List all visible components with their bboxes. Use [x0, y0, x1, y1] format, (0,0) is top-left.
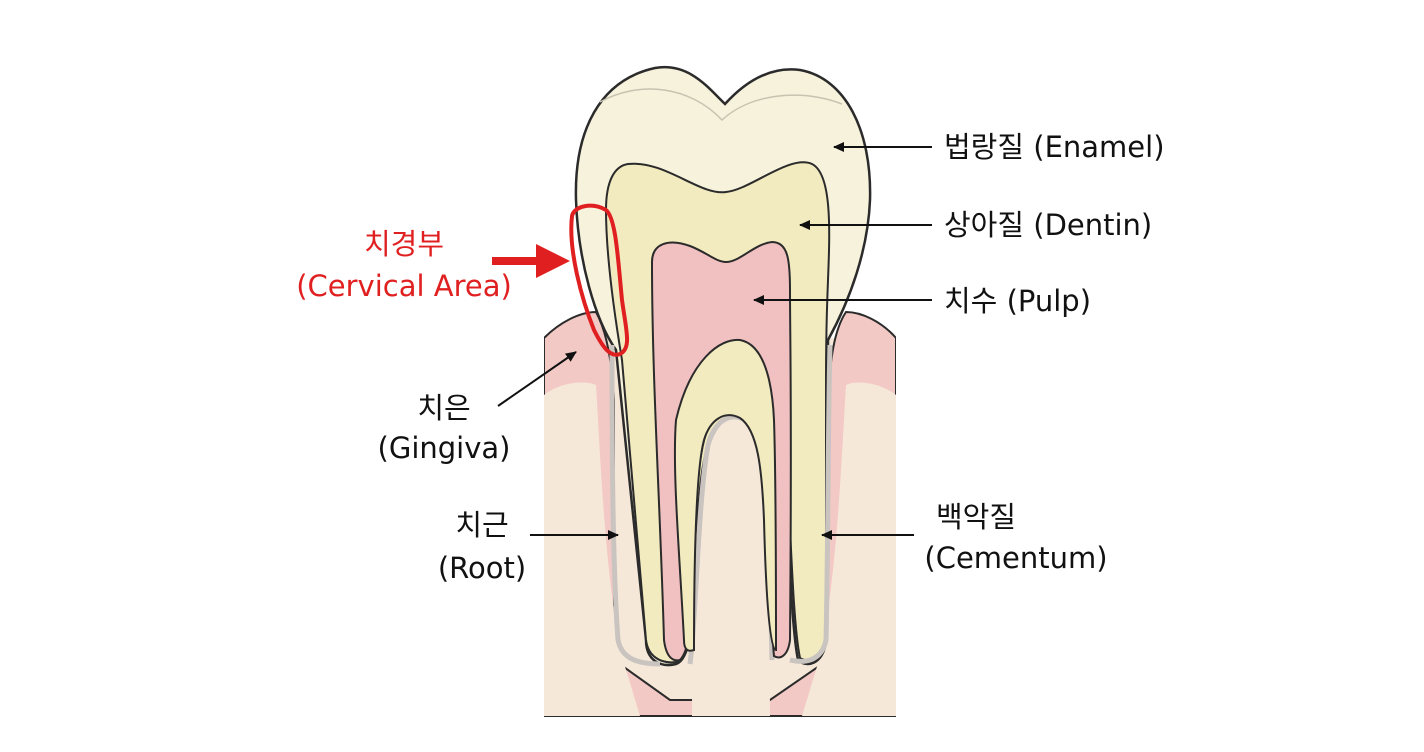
enamel-label: 법랑질 (Enamel) — [944, 130, 1165, 164]
cementum-right — [789, 344, 833, 664]
cervical-area-highlight — [569, 203, 629, 357]
dentin-inner — [673, 338, 778, 652]
cervical-label-ko: 치경부 — [364, 227, 444, 261]
cementum-label-ko: 백악질 — [936, 500, 1016, 534]
root-label-en: (Root) — [438, 551, 526, 585]
pulp-label: 치수 (Pulp) — [944, 284, 1091, 318]
gingiva-label-en: (Gingiva) — [378, 431, 511, 465]
enamel-surface-line — [599, 88, 843, 122]
cementum-left — [609, 344, 661, 667]
cementum-label-en: (Cementum) — [924, 541, 1107, 575]
gingiva-leader-arrow — [497, 351, 577, 407]
dentin-label: 상아질 (Dentin) — [944, 208, 1152, 242]
root-label-ko: 치근 — [455, 508, 508, 542]
gingiva-label-ko: 치은 — [417, 391, 470, 425]
cervical-label-en: (Cervical Area) — [296, 269, 512, 303]
cervical-arrow — [492, 244, 570, 278]
